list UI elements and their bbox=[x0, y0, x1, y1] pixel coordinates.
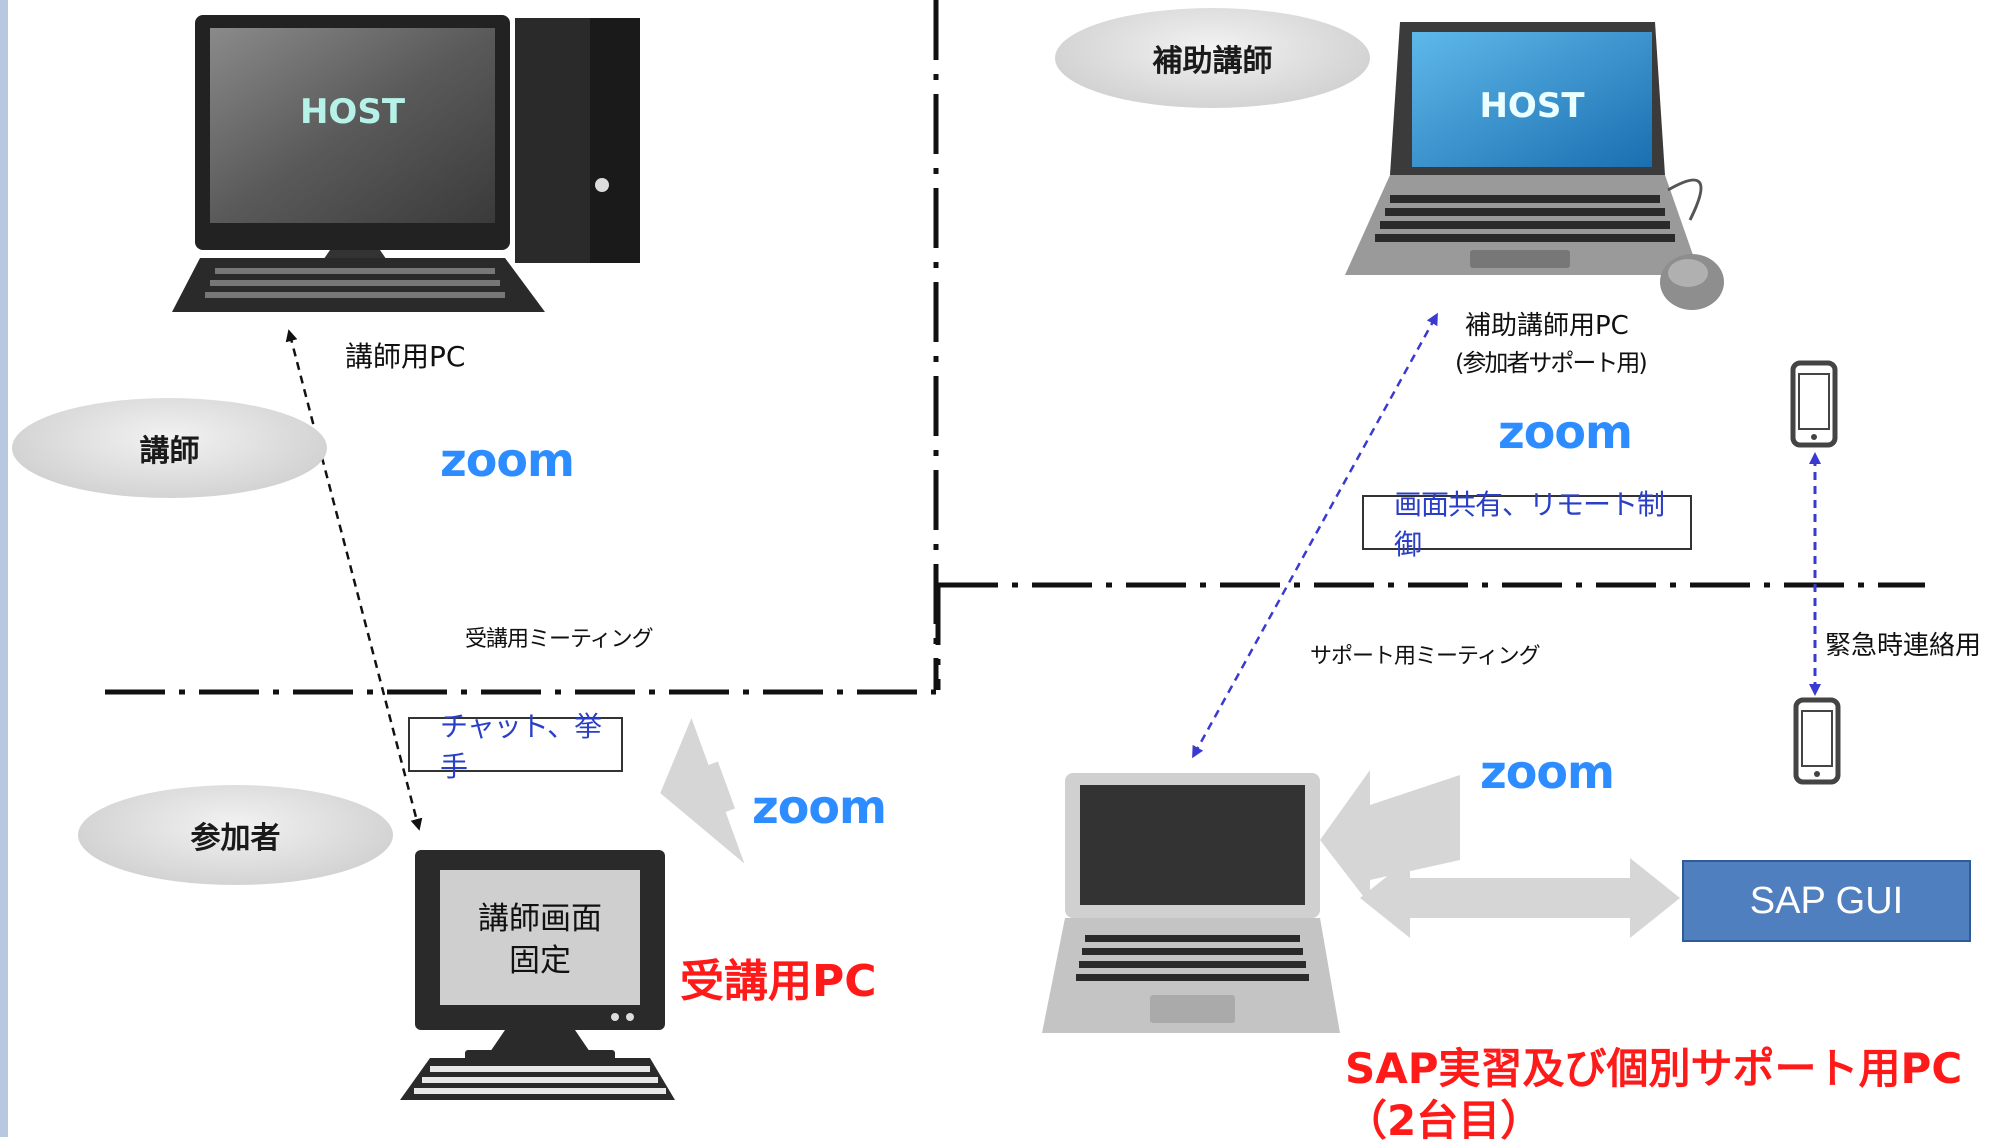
screen-share-callout-box: 画面共有、リモート制御 bbox=[1362, 488, 1692, 561]
sap-gui-box: SAP GUI bbox=[1682, 860, 1971, 942]
assistant-pc-label-line1: 補助講師用PC bbox=[1465, 311, 1629, 341]
chat-callout-box: チャット、挙手 bbox=[408, 710, 623, 783]
student-screen-text-line2: 固定 bbox=[509, 943, 571, 979]
role-instructor: 講師 bbox=[12, 398, 327, 498]
zoom-logo-assistant: zoom bbox=[1498, 405, 1633, 459]
phone-bottom-icon bbox=[1793, 697, 1841, 785]
sap-laptop-icon bbox=[1042, 773, 1340, 1033]
student-pc-icon bbox=[400, 850, 675, 1100]
role-assistant: 補助講師 bbox=[1055, 8, 1370, 108]
student-meeting-label: 受講用ミーティング bbox=[465, 627, 654, 652]
instructor-student-arrow bbox=[285, 329, 423, 831]
assistant-laptop-icon bbox=[1345, 22, 1724, 310]
role-participant: 参加者 bbox=[78, 785, 393, 885]
zoom-logo-student: zoom bbox=[752, 780, 887, 834]
zoom-logo-sap: zoom bbox=[1480, 745, 1615, 799]
block-arrows bbox=[660, 717, 1680, 938]
emergency-contact-label: 緊急時連絡用 bbox=[1825, 631, 1982, 661]
sap-pc-label-line1: SAP実習及び個別サポート用PC bbox=[1345, 1044, 1963, 1093]
sap-pc-label-line2: （2台目） bbox=[1345, 1096, 1543, 1145]
student-screen-text-line1: 講師画面 bbox=[478, 901, 602, 937]
left-edge-strip bbox=[0, 0, 8, 1137]
support-meeting-label: サポート用ミーティング bbox=[1310, 644, 1541, 669]
zoom-logo-instructor: zoom bbox=[440, 433, 575, 487]
instructor-host-label: HOST bbox=[299, 92, 406, 132]
assistant-host-label: HOST bbox=[1479, 86, 1585, 126]
instructor-pc-label: 講師用PC bbox=[345, 340, 466, 373]
student-pc-label: 受講用PC bbox=[680, 956, 877, 1007]
phone-top-icon bbox=[1790, 360, 1838, 448]
assistant-pc-label-line2: (参加者サポート用) bbox=[1455, 349, 1648, 377]
instructor-desktop-icon bbox=[172, 15, 640, 312]
